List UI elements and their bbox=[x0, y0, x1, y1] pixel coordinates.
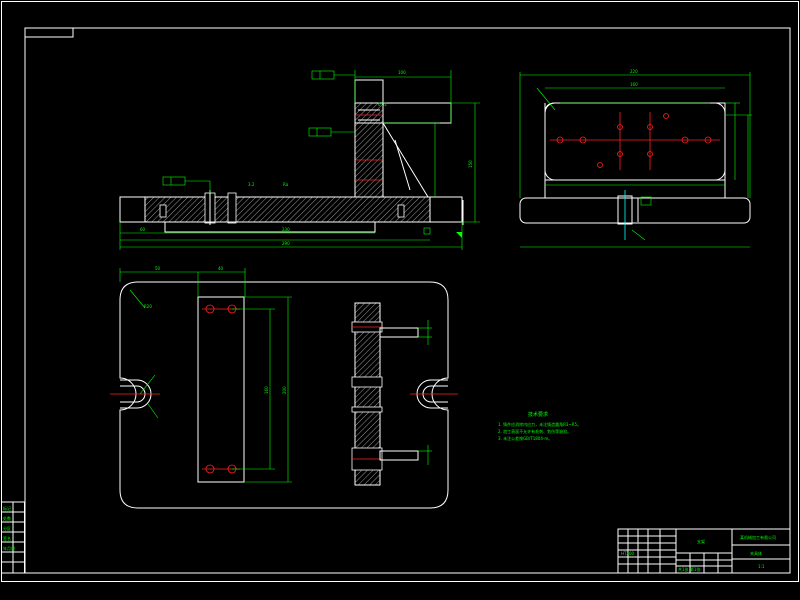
front-view: 0.02 3.2 Ra bbox=[119, 70, 480, 250]
rev-row-4: 签名 bbox=[3, 535, 11, 541]
tech-req-line-3: 3. 未注公差按GB/T1804-m。 bbox=[498, 435, 552, 441]
rev-row-5: 年月日 bbox=[3, 545, 15, 551]
plan-radius-dim: R20 bbox=[144, 304, 152, 309]
title-sheet: 共1张 第1张 bbox=[678, 566, 700, 572]
plan-offset-dim: 50 bbox=[155, 266, 161, 271]
drawing-frame bbox=[1, 1, 799, 582]
front-base-mid-dim: 230 bbox=[282, 227, 290, 232]
front-top-width-dim: 100 bbox=[398, 70, 406, 75]
tech-req-line-2: 2. 加工表面不允许有毛刺、划伤等缺陷。 bbox=[498, 428, 571, 434]
svg-text:Ra: Ra bbox=[283, 182, 289, 187]
title-drawing-no: 夹具体 bbox=[750, 550, 762, 556]
rev-row-3: 分区 bbox=[3, 525, 11, 531]
rev-row-2: 处数 bbox=[3, 515, 11, 521]
plan-hole-span-dim: 160 bbox=[264, 386, 269, 394]
title-scale: 1:1 bbox=[758, 564, 765, 569]
front-base-left-dim: 60 bbox=[140, 227, 146, 232]
side-inner-width-dim: 160 bbox=[630, 82, 638, 87]
svg-text:3.2: 3.2 bbox=[248, 182, 255, 187]
title-material: HT200 bbox=[621, 551, 635, 556]
technical-requirements: 技术要求 1. 铸件应消除内应力，未注铸造圆角R3~R5。 2. 加工表面不允许… bbox=[498, 411, 581, 441]
side-view bbox=[519, 72, 752, 248]
front-base-total-dim: 290 bbox=[282, 241, 290, 246]
plan-pitch-dim: 40 bbox=[218, 266, 224, 271]
rev-row-1: 标记 bbox=[3, 505, 11, 511]
title-block bbox=[617, 528, 791, 574]
title-company: 某机械加工有限公司 bbox=[740, 534, 776, 540]
title-drawing-name: 支架 bbox=[697, 538, 705, 544]
side-overall-width-dim: 220 bbox=[630, 69, 638, 74]
tech-req-line-1: 1. 铸件应消除内应力，未注铸造圆角R3~R5。 bbox=[498, 421, 581, 427]
tech-req-title: 技术要求 bbox=[528, 411, 548, 418]
svg-text:0.02: 0.02 bbox=[378, 102, 387, 107]
front-overall-height-dim: 150 bbox=[468, 160, 473, 168]
plan-view bbox=[110, 268, 458, 509]
plan-overall-dim: 200 bbox=[282, 386, 287, 394]
revision-block bbox=[1, 501, 25, 574]
